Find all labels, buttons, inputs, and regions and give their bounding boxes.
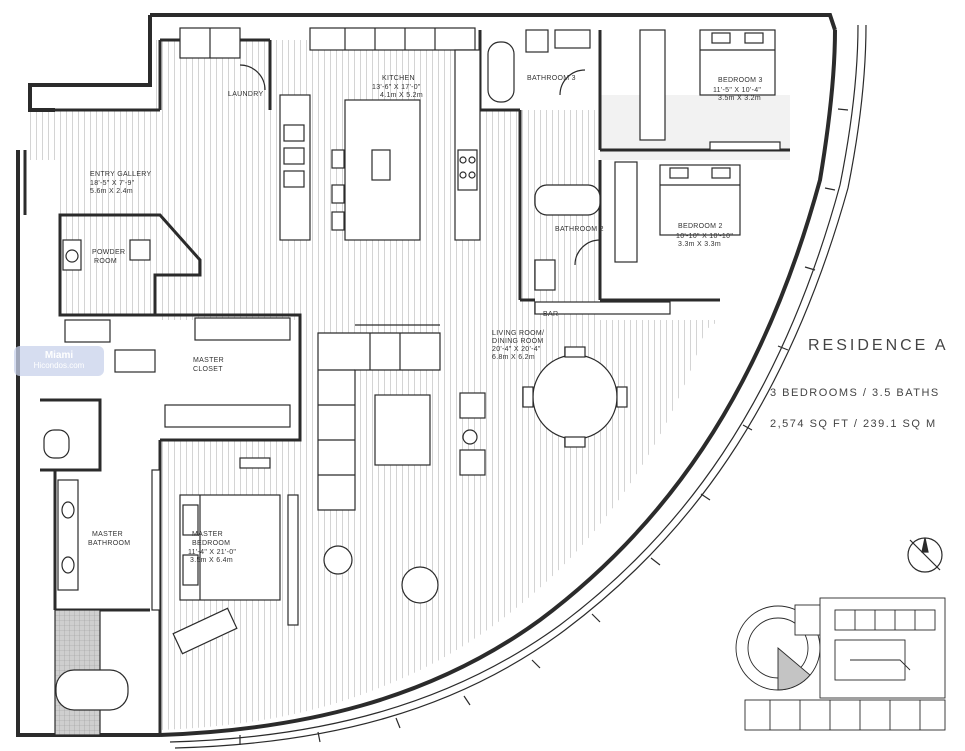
closet-label-2: CLOSET xyxy=(193,366,223,373)
bedroom2-dim-ft: 10'-10" X 10'-10" xyxy=(676,233,733,240)
master-bedroom-fixtures xyxy=(172,457,299,655)
entry-dim-ft: 18'-5" X 7'-9" xyxy=(90,180,135,187)
residence-bed-bath: 3 BEDROOMS / 3.5 BATHS xyxy=(770,387,940,399)
living-dim-m: 6.8m X 6.2m xyxy=(492,354,535,361)
watermark-logo: Miami Hicondos.com xyxy=(14,346,104,376)
curtain-wall xyxy=(169,24,867,749)
bedroom3-dim-ft: 11'-5" X 10'-4" xyxy=(713,87,761,94)
bar-counter xyxy=(534,301,671,315)
powder-room-fixtures xyxy=(62,239,151,271)
room-labels: LAUNDRY KITCHEN 13'-6" X 17'-0" 4.1m X 5… xyxy=(88,75,763,564)
bedroom2-label: BEDROOM 2 xyxy=(678,223,723,230)
watermark-line2: Hicondos.com xyxy=(33,361,85,370)
bedroom3-label: BEDROOM 3 xyxy=(718,77,763,84)
watermark-line1: Miami xyxy=(44,350,74,361)
bar-label: BAR xyxy=(543,311,558,318)
kitchen-dim-m: 4.1m X 5.2m xyxy=(380,92,423,99)
master-bath-label-2: BATHROOM xyxy=(88,540,130,547)
master-bed-label-1: MASTER xyxy=(192,531,223,538)
bedroom2-dim-m: 3.3m X 3.3m xyxy=(678,241,721,248)
bathroom3-label: BATHROOM 3 xyxy=(527,75,576,82)
living-furniture xyxy=(317,324,628,604)
key-plan-icon xyxy=(735,597,946,731)
kitchen-dim-ft: 13'-6" X 17'-0" xyxy=(372,84,421,91)
master-bath-label-1: MASTER xyxy=(92,531,123,538)
master-bath-fixtures xyxy=(43,429,161,736)
bedroom3-dim-m: 3.5m X 3.2m xyxy=(718,95,761,102)
master-bed-label-2: BEDROOM xyxy=(192,540,230,547)
exterior-walls xyxy=(16,13,837,737)
entry-dim-m: 5.6m X 2.4m xyxy=(90,188,133,195)
kitchen-label: KITCHEN xyxy=(382,75,415,82)
laundry-fixtures xyxy=(179,27,266,91)
bathroom2-label: BATHROOM 2 xyxy=(555,226,604,233)
laundry-label: LAUNDRY xyxy=(228,91,263,98)
closet-label-1: MASTER xyxy=(193,357,224,364)
residence-area: 2,574 SQ FT / 239.1 SQ M xyxy=(770,418,937,430)
north-arrow-icon xyxy=(907,537,943,573)
closet-fixtures xyxy=(64,317,291,428)
living-label-1: LIVING ROOM/ xyxy=(492,330,544,337)
bedroom2-fixtures xyxy=(534,161,741,291)
bathroom3-fixtures xyxy=(487,29,591,103)
master-bed-dim-ft: 11'-4" X 21'-0" xyxy=(188,549,236,556)
entry-label: ENTRY GALLERY xyxy=(90,171,152,178)
living-dim-ft: 20'-4" X 20'-4" xyxy=(492,346,541,353)
powder-label-2: ROOM xyxy=(94,258,117,265)
living-label-2: DINING ROOM xyxy=(492,338,544,345)
master-bed-dim-m: 3.5m X 6.4m xyxy=(190,557,233,564)
residence-title: RESIDENCE A xyxy=(808,337,949,354)
kitchen-fixtures xyxy=(279,27,481,241)
bedroom3-fixtures xyxy=(639,29,781,151)
powder-label-1: POWDER xyxy=(92,249,125,256)
